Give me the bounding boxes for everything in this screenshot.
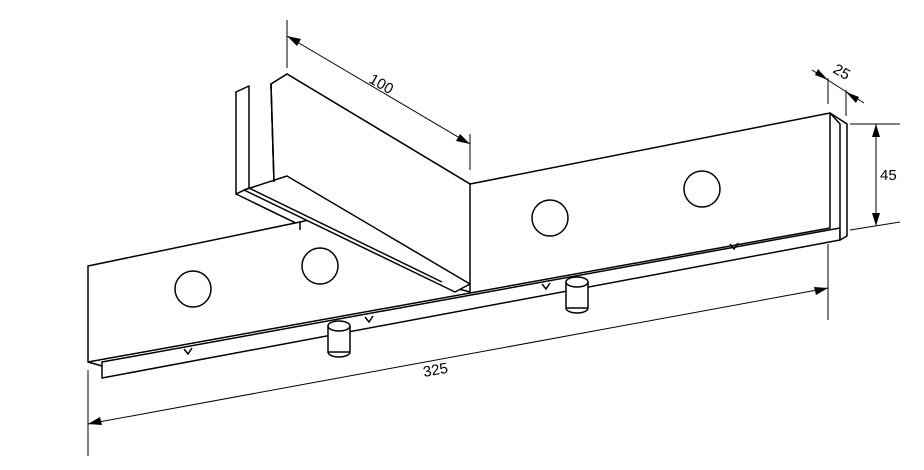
dimension-100-label: 100: [366, 71, 396, 98]
dimension-45: 45: [849, 123, 901, 231]
upright-front-overlay: [243, 73, 471, 293]
mounting-hole-2: [301, 247, 339, 285]
mounting-hole-4: [683, 170, 721, 208]
groove-marks: [183, 242, 739, 356]
dimension-25-label: 25: [830, 61, 853, 84]
dimension-325: 325: [87, 244, 829, 456]
mounting-hole-3: [531, 199, 569, 237]
dowel-pin-left: [327, 320, 351, 358]
dimension-25: 25: [811, 61, 865, 116]
dimension-45-label: 45: [880, 167, 897, 184]
mounting-hole-1: [174, 270, 212, 308]
dowel-pin-right: [565, 276, 589, 314]
dimension-325-label: 325: [422, 360, 450, 381]
